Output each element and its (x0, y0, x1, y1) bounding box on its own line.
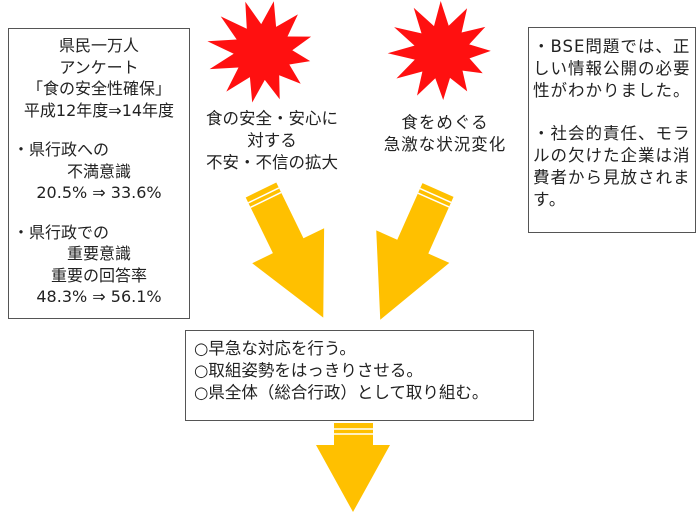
action-box: ○早急な対応を行う。 ○取組姿勢をはっきりさせる。 ○県全体（総合行政）として取… (185, 330, 534, 421)
item2-label: ・県行政での (13, 222, 110, 242)
comment-para-1: ・BSE問題では、正しい情報公開の必要性がわかりました。 (533, 37, 691, 100)
caption-line: 対する (247, 131, 297, 150)
arrow-down-icon (316, 423, 390, 512)
comment-box: ・BSE問題では、正しい情報公開の必要性がわかりました。 ・社会的責任、モラルの… (528, 27, 696, 233)
survey-title-line: 平成12年度⇒14年度 (23, 100, 175, 120)
caption-line: 食をめぐる (401, 113, 489, 132)
survey-box: 県民一万人 アンケート 「食の安全性確保」 平成12年度⇒14年度 ・県行政への… (8, 28, 190, 319)
item1-label: ・県行政への (13, 140, 110, 159)
red-starburst-icon (387, 1, 491, 100)
item1-label-2: 不満意識 (67, 161, 132, 181)
burst1-caption: 食の安全・安心に 対する 不安・不信の拡大 (186, 108, 358, 174)
item2-label-2: 重要意識 (67, 244, 132, 263)
item2-label-3: 重要の回答率 (50, 265, 147, 285)
red-starburst-icon (207, 1, 312, 103)
action-item: ○早急な対応を行う。 (194, 339, 356, 358)
comment-para-2: ・社会的責任、モラルの欠けた企業は消費者から見放されます。 (533, 124, 691, 209)
survey-title-line: 「食の安全性確保」 (26, 79, 171, 98)
caption-line: 食の安全・安心に (206, 109, 338, 128)
arrow-down-right-icon (245, 182, 325, 318)
arrow-down-left-icon (376, 183, 454, 320)
burst2-caption: 食をめぐる 急激な状況変化 (370, 112, 520, 156)
action-item: ○県全体（総合行政）として取り組む。 (194, 383, 489, 402)
survey-title-line: 県民一万人 (58, 36, 139, 55)
survey-title-line: アンケート (59, 57, 139, 77)
caption-line: 急激な状況変化 (383, 135, 507, 154)
action-item: ○取組姿勢をはっきりさせる。 (194, 361, 423, 380)
item1-values: 20.5% ⇒ 33.6% (36, 183, 162, 202)
item2-values: 48.3% ⇒ 56.1% (36, 287, 162, 306)
caption-line: 不安・不信の拡大 (206, 153, 338, 172)
